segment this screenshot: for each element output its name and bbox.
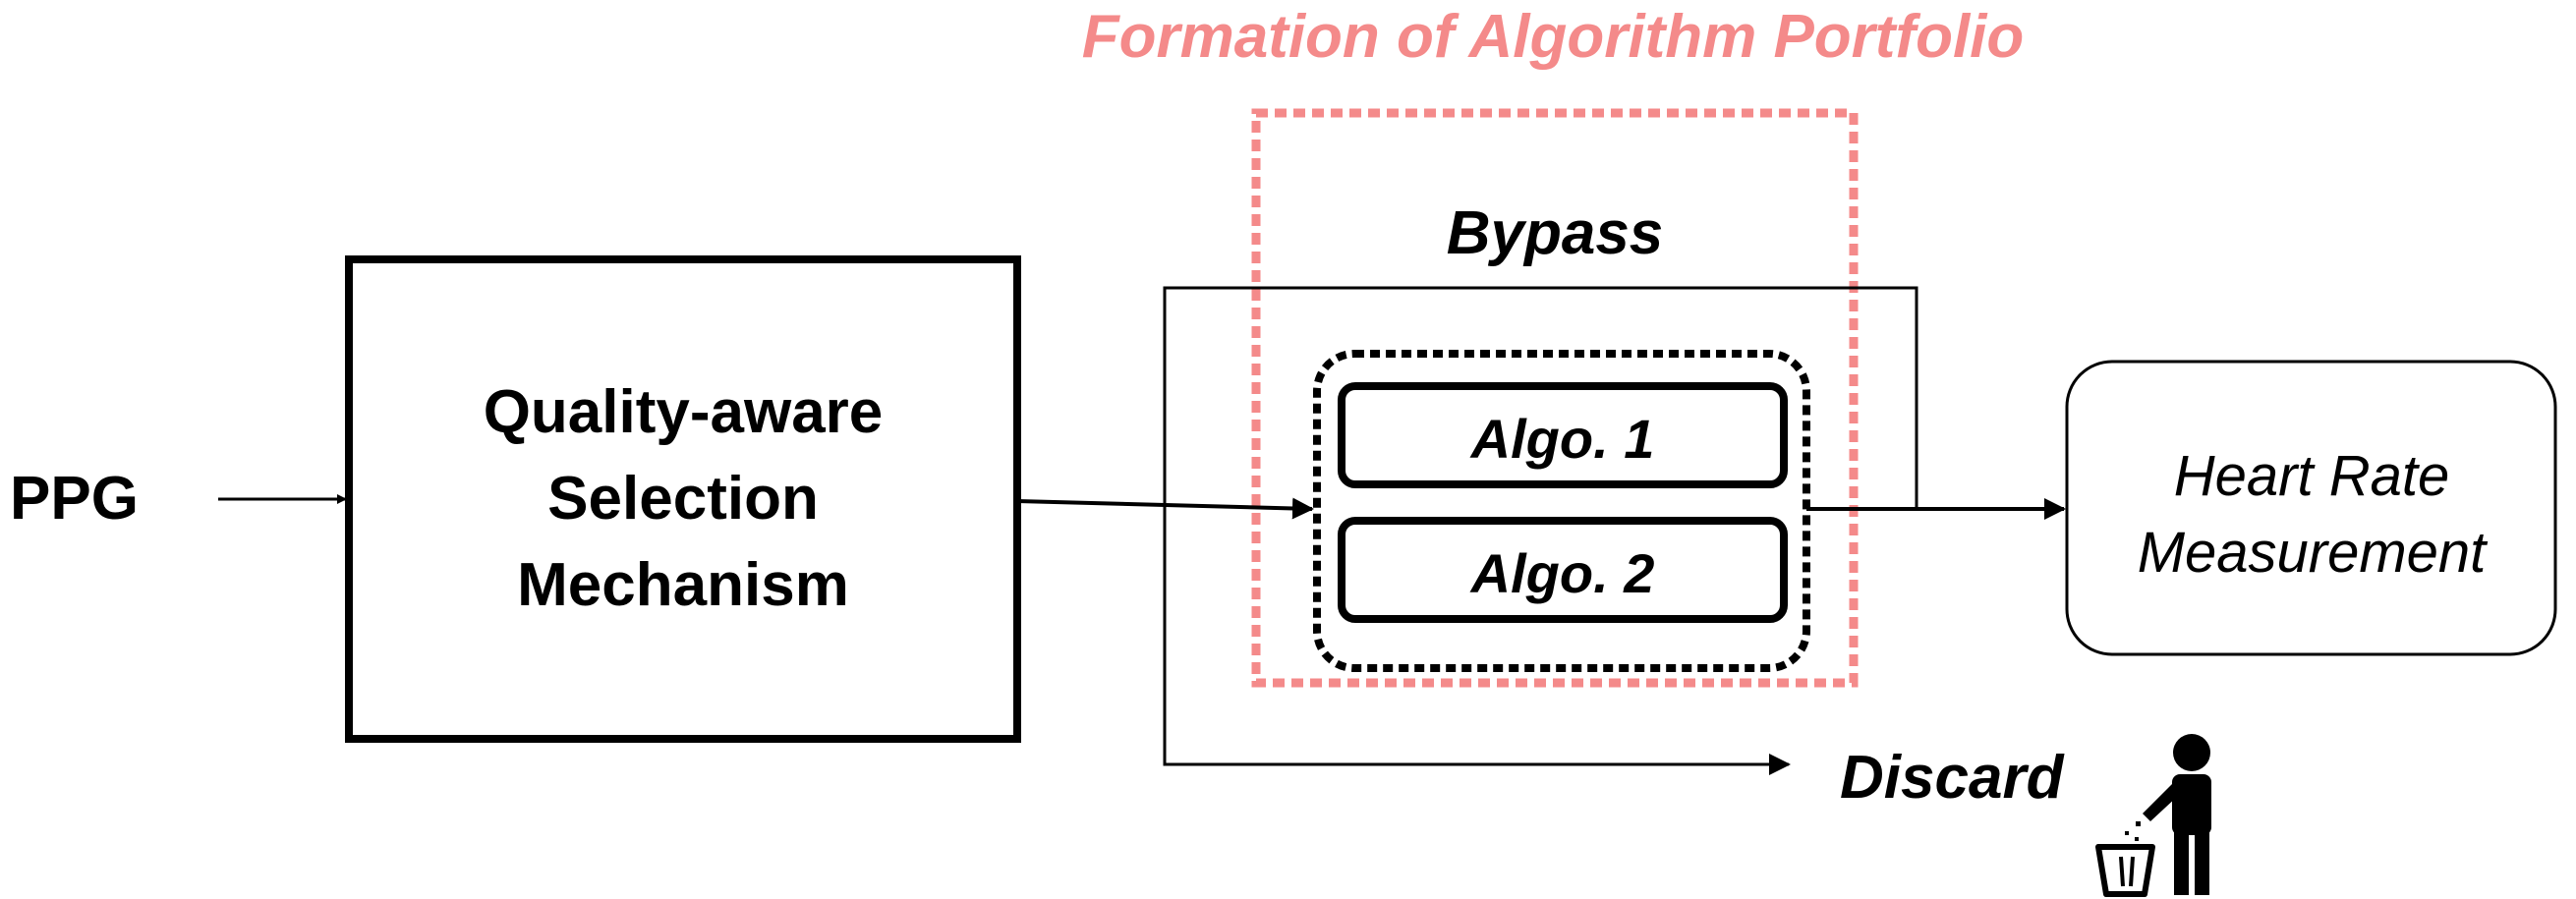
output-label-line-2: Measurement (2138, 521, 2489, 585)
discard-path (1163, 505, 1791, 775)
selection-label-line-2: Selection (547, 465, 819, 533)
portfolio-highlight-box (1251, 108, 1859, 688)
selection-mechanism-block (345, 255, 1021, 743)
heart-rate-measurement-block (2065, 360, 2557, 656)
person-throwing-trash-icon (2095, 734, 2211, 897)
bypass-path (1163, 286, 1918, 509)
selection-label-line-3: Mechanism (517, 551, 849, 619)
input-label-ppg: PPG (10, 465, 139, 533)
selection-label-line-1: Quality-aware (484, 378, 884, 446)
algorithm-2-label: Algo. 2 (1469, 542, 1655, 604)
discard-label: Discard (1840, 744, 2065, 812)
algorithm-2-block (1338, 517, 1788, 623)
output-label-line-1: Heart Rate (2174, 444, 2449, 508)
bypass-label: Bypass (1447, 199, 1664, 267)
algorithm-1-label: Algo. 1 (1469, 408, 1655, 470)
portfolio-title: Formation of Algorithm Portfolio (1082, 3, 2025, 71)
algorithm-1-block (1338, 382, 1788, 488)
